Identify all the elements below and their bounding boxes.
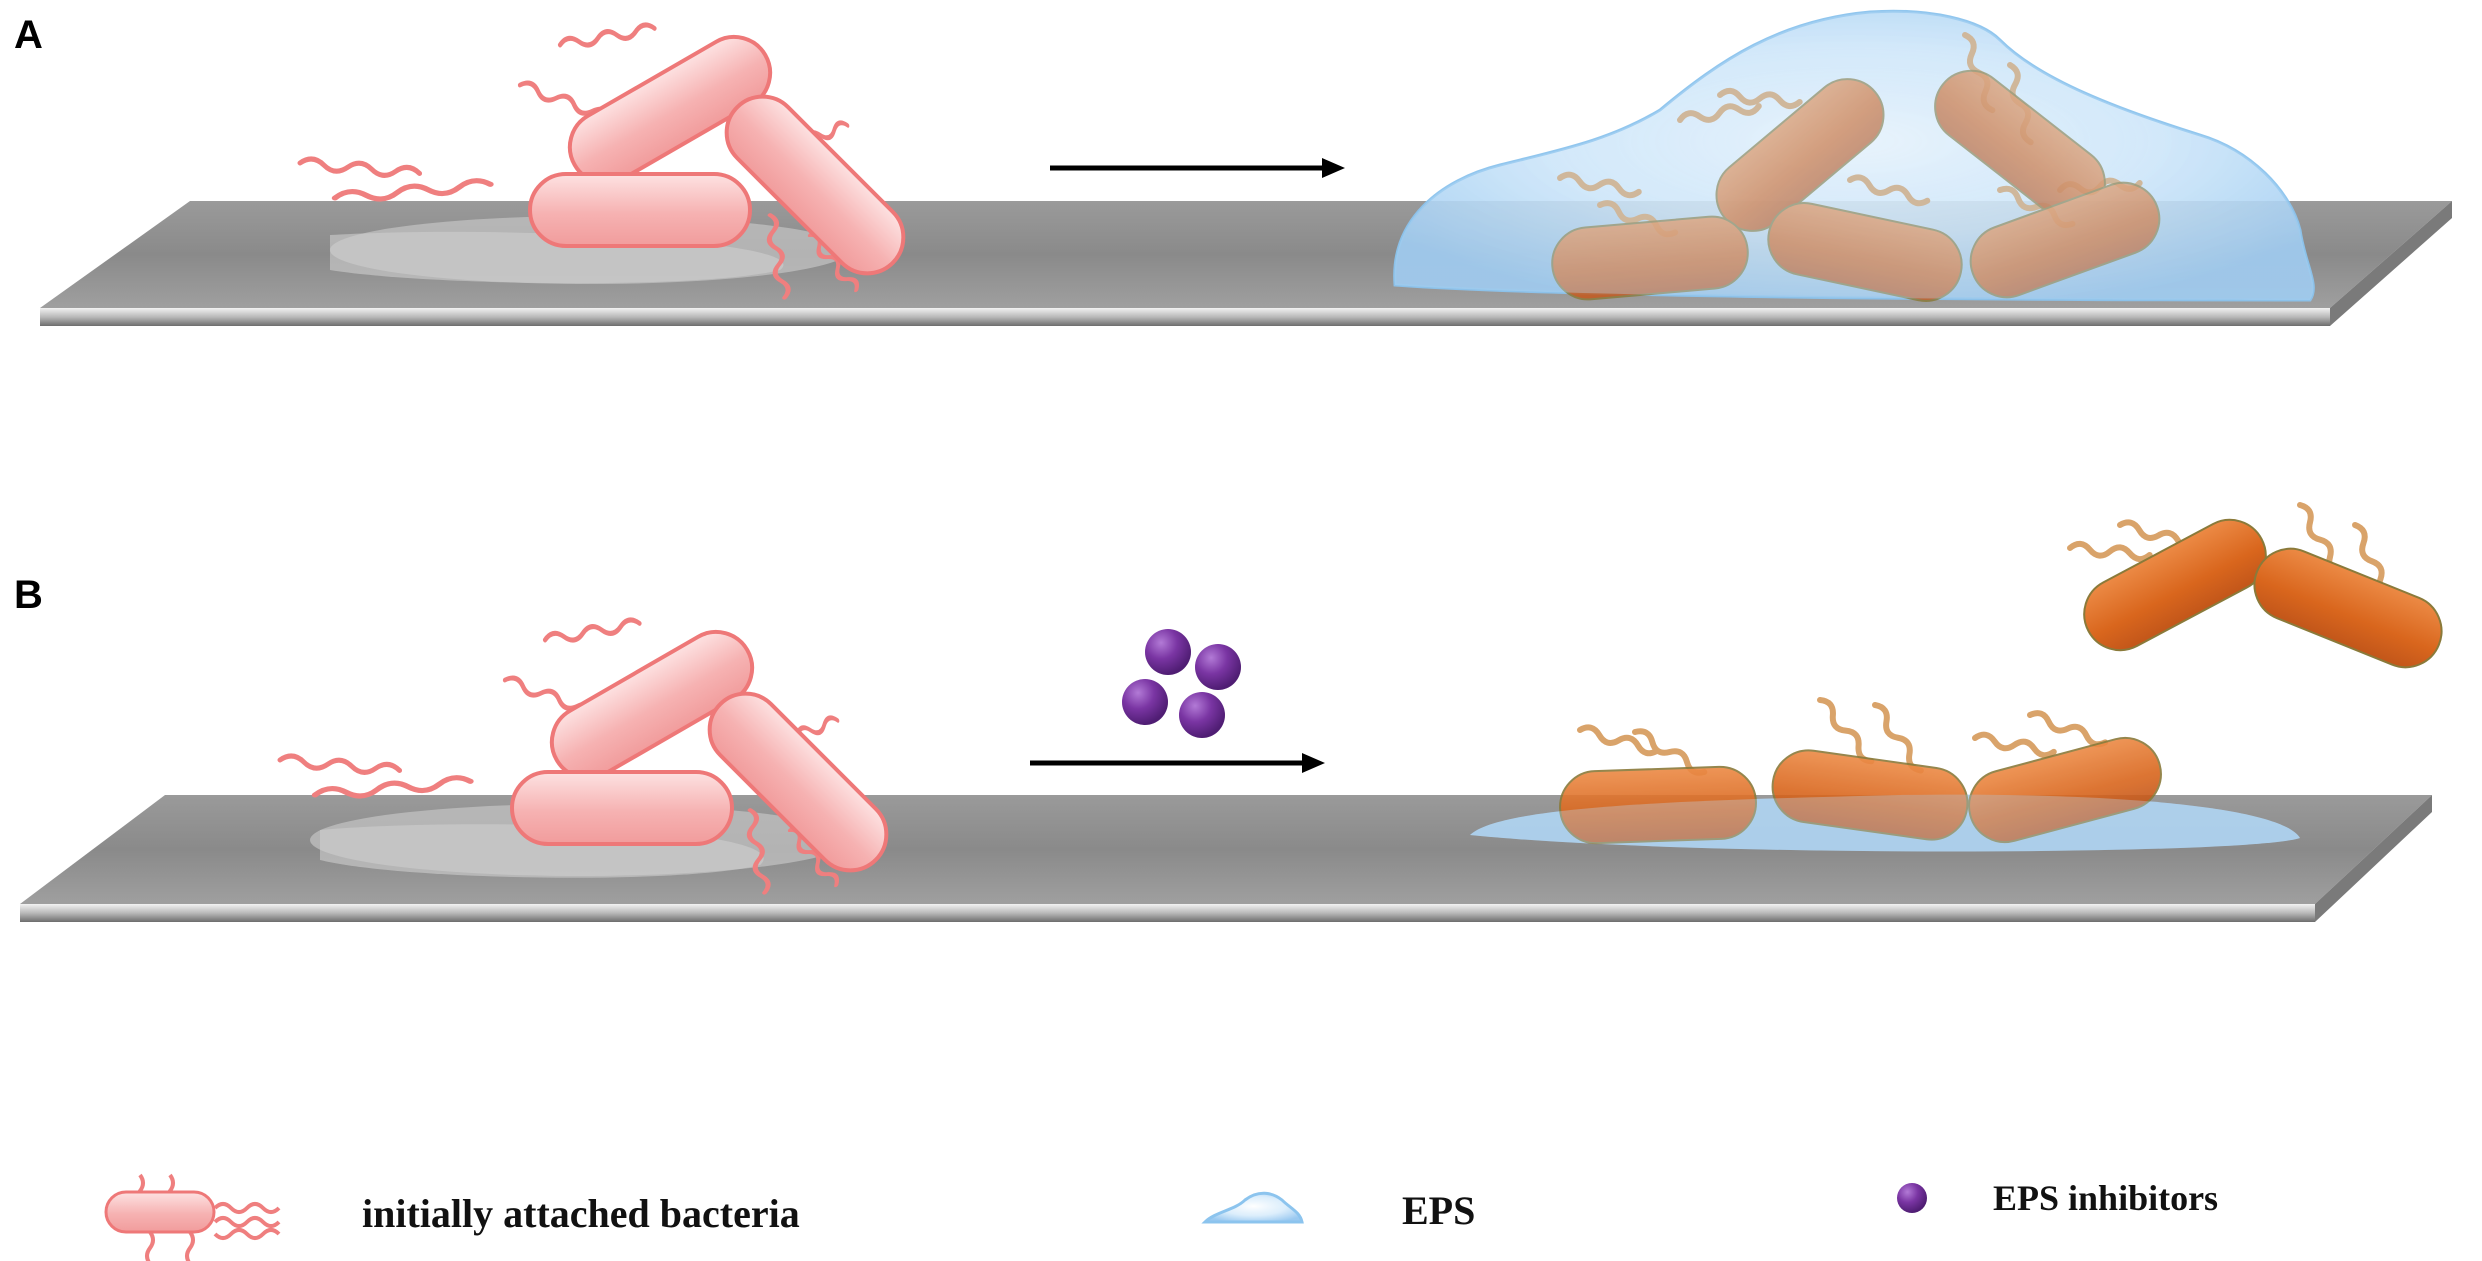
- mature-biofilm-a: [1393, 9, 2315, 309]
- legend-item-eps: EPS: [1201, 1188, 1475, 1233]
- eps-icon: [1201, 1191, 1304, 1224]
- eps-inhibitor-cluster: [1122, 629, 1241, 738]
- legend: initially attached bacteria EPS EPS inhi…: [104, 1173, 2218, 1261]
- panel-b-label: B: [14, 573, 43, 617]
- eps-inhibitor-molecule: [1145, 629, 1191, 675]
- panel-a: A: [14, 9, 2452, 326]
- reduced-biofilm-b: [1470, 697, 2300, 852]
- legend-item-initial-bacteria: initially attached bacteria: [104, 1173, 800, 1261]
- legend-label-eps: EPS: [1402, 1188, 1475, 1233]
- eps-inhibitor-molecule: [1195, 644, 1241, 690]
- legend-label-eps-inhibitors: EPS inhibitors: [1993, 1178, 2218, 1218]
- detached-bacteria: [2070, 503, 2454, 680]
- panel-b: B: [14, 503, 2454, 922]
- arrow-b: [1030, 753, 1325, 773]
- legend-item-eps-inhibitors: EPS inhibitors: [1897, 1178, 2218, 1218]
- eps-inhibitor-molecule: [1179, 692, 1225, 738]
- legend-label-initial-bacteria: initially attached bacteria: [362, 1191, 800, 1236]
- eps-inhibitor-molecule: [1122, 679, 1168, 725]
- panel-a-label: A: [14, 13, 43, 57]
- eps-inhibitor-icon: [1897, 1183, 1927, 1213]
- initial-bacteria-icon: [104, 1173, 281, 1261]
- arrow-a: [1050, 158, 1345, 178]
